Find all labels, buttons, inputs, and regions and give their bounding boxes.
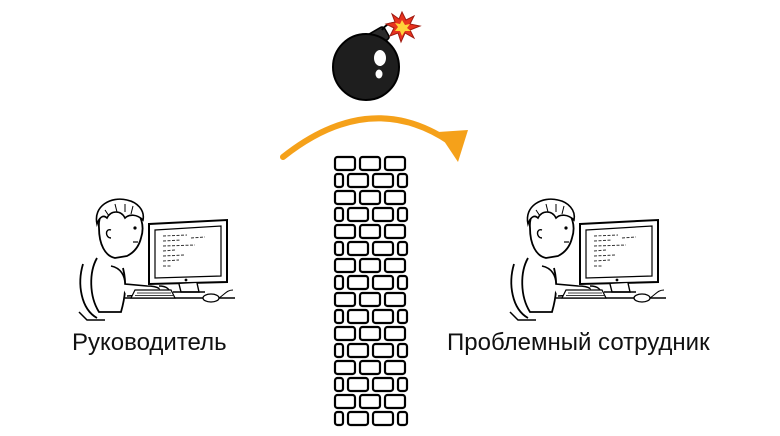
person-at-computer-icon <box>509 198 666 321</box>
brick <box>333 240 345 257</box>
brick <box>333 359 357 376</box>
brick <box>358 291 382 308</box>
brick <box>358 189 382 206</box>
brick <box>383 223 407 240</box>
manager-label: Руководитель <box>72 329 227 356</box>
brick <box>371 274 395 291</box>
brick-wall-icon <box>333 155 409 427</box>
brick <box>333 274 345 291</box>
brick <box>333 325 357 342</box>
curved-arrow-icon <box>280 115 468 162</box>
brick <box>346 376 370 393</box>
brick <box>358 223 382 240</box>
spark-icon <box>384 10 422 44</box>
brick <box>358 155 382 172</box>
bomb-icon <box>332 10 422 101</box>
brick <box>371 376 395 393</box>
brick <box>358 257 382 274</box>
brick <box>383 155 407 172</box>
brick <box>333 189 357 206</box>
brick <box>346 172 370 189</box>
brick <box>358 325 382 342</box>
brick <box>396 206 409 223</box>
brick <box>396 274 409 291</box>
brick <box>371 206 395 223</box>
brick <box>333 342 345 359</box>
brick <box>383 291 407 308</box>
brick <box>396 376 409 393</box>
brick <box>383 189 407 206</box>
brick <box>358 393 382 410</box>
brick <box>371 172 395 189</box>
brick <box>333 308 345 325</box>
problem-employee-label: Проблемный сотрудник <box>447 329 710 356</box>
monitor-icon <box>148 218 228 293</box>
brick <box>396 410 409 427</box>
brick <box>333 206 345 223</box>
brick <box>346 206 370 223</box>
brick <box>383 393 407 410</box>
brick <box>396 240 409 257</box>
brick <box>383 257 407 274</box>
brick <box>396 172 409 189</box>
brick <box>371 240 395 257</box>
brick <box>396 308 409 325</box>
brick <box>333 376 345 393</box>
brick <box>346 240 370 257</box>
person-at-computer-icon <box>78 198 235 321</box>
brick <box>383 325 407 342</box>
brick <box>333 410 345 427</box>
brick <box>333 393 357 410</box>
brick <box>396 342 409 359</box>
brick <box>333 291 357 308</box>
brick <box>333 155 357 172</box>
brick <box>333 257 357 274</box>
brick <box>358 359 382 376</box>
brick <box>346 342 370 359</box>
brick <box>383 359 407 376</box>
monitor-icon <box>579 218 659 293</box>
brick <box>371 410 395 427</box>
brick <box>346 274 370 291</box>
brick <box>333 172 345 189</box>
brick <box>333 223 357 240</box>
brick <box>346 410 370 427</box>
brick <box>346 308 370 325</box>
brick <box>371 342 395 359</box>
brick <box>371 308 395 325</box>
